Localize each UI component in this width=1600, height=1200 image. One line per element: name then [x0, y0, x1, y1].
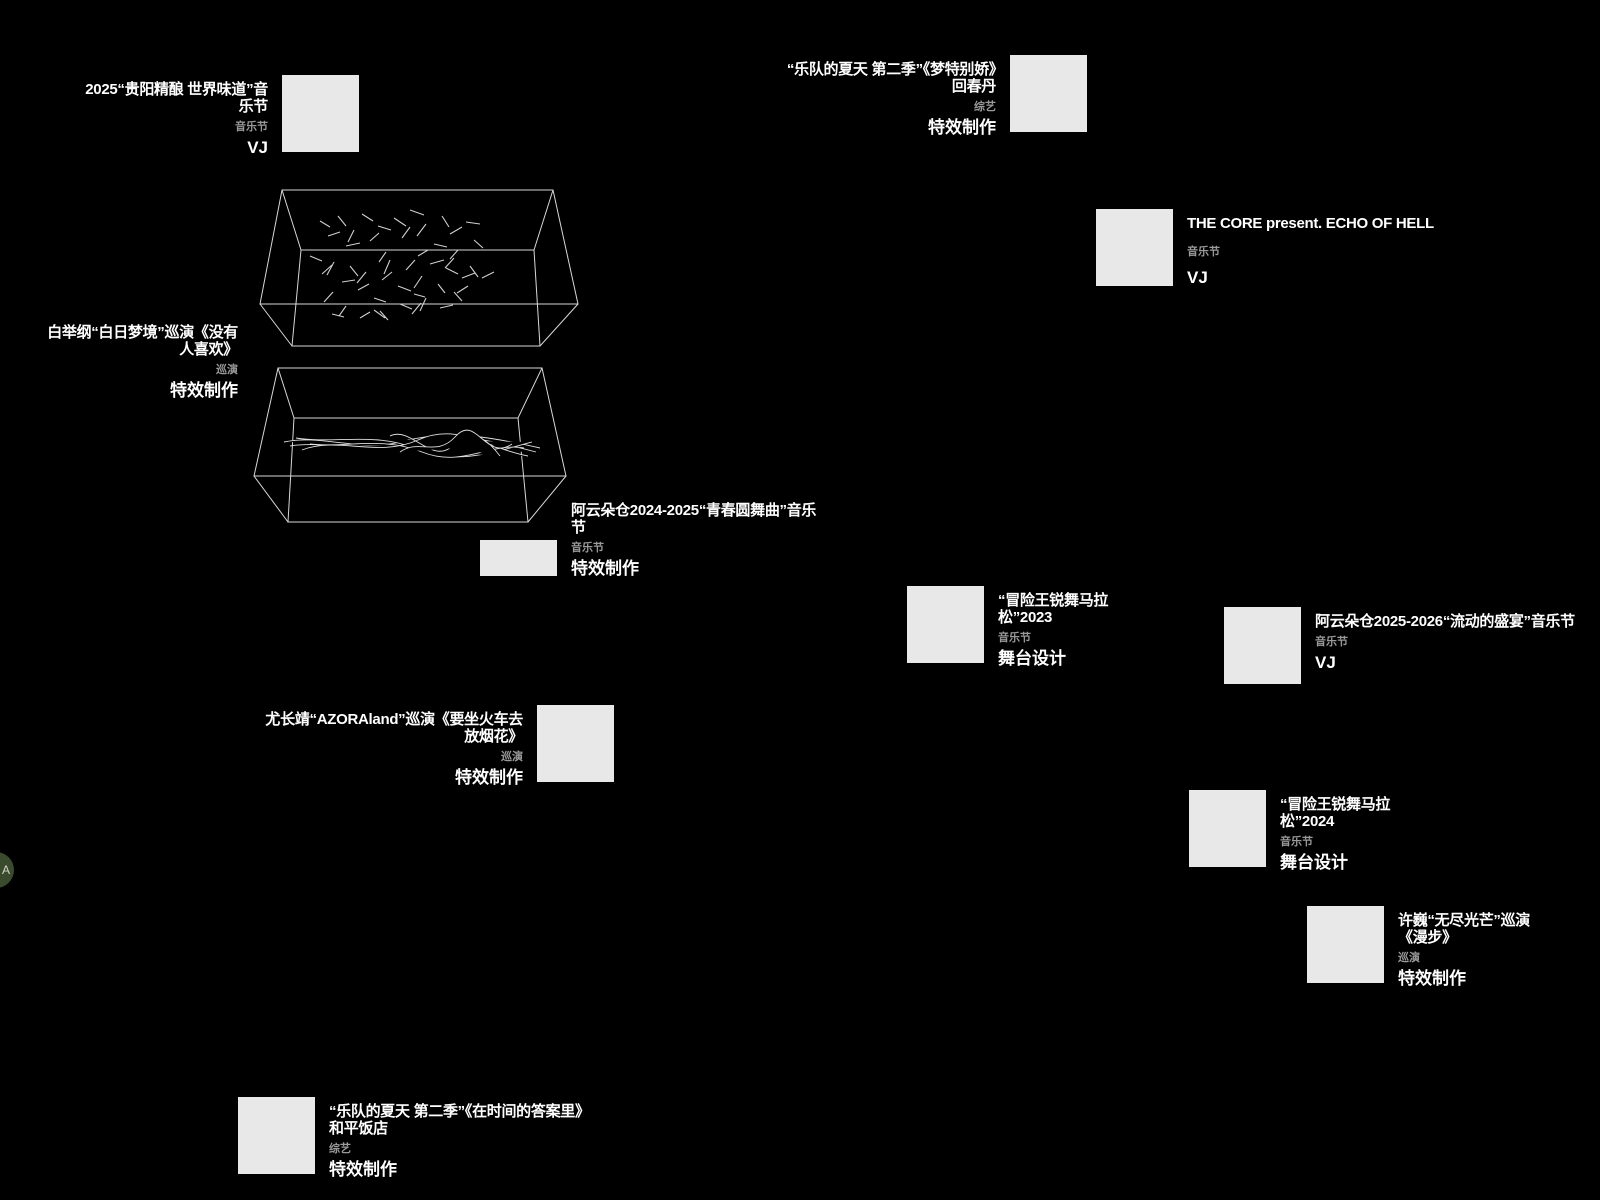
project-role: 特效制作	[329, 1160, 397, 1179]
project-meta: THE CORE present. ECHO OF HELL 音乐节 VJ	[1187, 209, 1447, 288]
project-meta: 许巍“无尽光芒”巡演《漫步》 巡演 特效制作	[1398, 906, 1548, 989]
project-title: “乐队的夏天 第二季”《在时间的答案里》和平饭店	[329, 1103, 583, 1137]
project-thumbnail[interactable]	[1307, 906, 1384, 983]
upper-box-wireframe	[259, 189, 579, 347]
project-title: “冒险王锐舞马拉松”2023	[998, 592, 1109, 626]
project-thumbnail[interactable]	[1189, 790, 1266, 867]
project-category: 音乐节	[998, 632, 1031, 644]
upper-particle-cloud	[309, 209, 495, 321]
project-role: VJ	[1315, 653, 1336, 672]
project-category: 音乐节	[1187, 246, 1220, 258]
project-meta: 尤长靖“AZORAland”巡演《要坐火车去放烟花》 巡演 特效制作	[265, 705, 523, 788]
project-meta: “冒险王锐舞马拉松”2023 音乐节 舞台设计	[998, 586, 1158, 669]
project-category: 音乐节	[235, 121, 268, 133]
project-card[interactable]: 2025“贵阳精酿 世界味道”音乐节 音乐节 VJ	[80, 75, 359, 158]
project-thumbnail[interactable]	[282, 75, 359, 152]
project-meta: 阿云朵仓2024-2025“青春圆舞曲”音乐节 音乐节 特效制作	[571, 496, 819, 579]
project-title: THE CORE present. ECHO OF HELL	[1187, 215, 1434, 232]
side-floating-button[interactable]: A	[0, 852, 14, 888]
project-category: 巡演	[501, 751, 523, 763]
project-meta: 阿云朵仓2025-2026“流动的盛宴”音乐节 音乐节 VJ	[1315, 607, 1575, 673]
lower-box-wireframe	[253, 367, 567, 523]
project-title: “冒险王锐舞马拉松”2024	[1280, 796, 1391, 830]
project-card[interactable]: THE CORE present. ECHO OF HELL 音乐节 VJ	[1096, 209, 1447, 288]
project-role: 舞台设计	[1280, 853, 1348, 872]
project-title: 白举纲“白日梦境”巡演《没有人喜欢》	[47, 324, 238, 358]
project-role: 特效制作	[455, 768, 523, 787]
project-category: 巡演	[216, 364, 238, 376]
project-thumbnail[interactable]	[1224, 607, 1301, 684]
project-role: VJ	[1187, 268, 1208, 287]
project-card[interactable]: “乐队的夏天 第二季”《梦特别娇》回春丹 综艺 特效制作	[780, 55, 1087, 138]
project-title: 阿云朵仓2025-2026“流动的盛宴”音乐节	[1315, 613, 1575, 630]
side-floating-button-label: A	[1, 863, 10, 877]
project-meta: “乐队的夏天 第二季”《在时间的答案里》和平饭店 综艺 特效制作	[329, 1097, 589, 1180]
project-role: 特效制作	[170, 381, 238, 400]
project-category: 巡演	[1398, 952, 1420, 964]
project-card[interactable]: “冒险王锐舞马拉松”2023 音乐节 舞台设计	[907, 586, 1158, 669]
project-card[interactable]: 尤长靖“AZORAland”巡演《要坐火车去放烟花》 巡演 特效制作	[265, 705, 614, 788]
project-role: VJ	[247, 138, 268, 157]
project-role: 舞台设计	[998, 649, 1066, 668]
project-meta: “乐队的夏天 第二季”《梦特别娇》回春丹 综艺 特效制作	[780, 55, 996, 138]
project-thumbnail[interactable]	[1010, 55, 1087, 132]
project-thumbnail[interactable]	[480, 540, 557, 576]
project-category: 综艺	[974, 101, 996, 113]
project-thumbnail[interactable]	[907, 586, 984, 663]
project-role: 特效制作	[1398, 969, 1466, 988]
project-card[interactable]: “冒险王锐舞马拉松”2024 音乐节 舞台设计	[1189, 790, 1440, 873]
project-thumbnail[interactable]	[537, 705, 614, 782]
project-card[interactable]: 阿云朵仓2024-2025“青春圆舞曲”音乐节 音乐节 特效制作	[480, 496, 819, 579]
project-card[interactable]: 许巍“无尽光芒”巡演《漫步》 巡演 特效制作	[1307, 906, 1548, 989]
project-card[interactable]: 阿云朵仓2025-2026“流动的盛宴”音乐节 音乐节 VJ	[1224, 607, 1575, 684]
project-category: 音乐节	[571, 542, 604, 554]
particle-visualization[interactable]	[250, 186, 590, 536]
project-title: 尤长靖“AZORAland”巡演《要坐火车去放烟花》	[265, 711, 523, 745]
project-role: 特效制作	[928, 118, 996, 137]
project-meta: 2025“贵阳精酿 世界味道”音乐节 音乐节 VJ	[80, 75, 268, 158]
project-title: 2025“贵阳精酿 世界味道”音乐节	[85, 81, 268, 115]
project-thumbnail[interactable]	[1096, 209, 1173, 286]
project-thumbnail[interactable]	[238, 1097, 315, 1174]
project-title: 许巍“无尽光芒”巡演《漫步》	[1398, 912, 1531, 946]
lower-particle-wave	[283, 429, 541, 458]
project-title: 阿云朵仓2024-2025“青春圆舞曲”音乐节	[571, 502, 817, 536]
project-meta: 白举纲“白日梦境”巡演《没有人喜欢》 巡演 特效制作	[40, 318, 238, 401]
project-category: 音乐节	[1315, 636, 1348, 648]
project-card[interactable]: “乐队的夏天 第二季”《在时间的答案里》和平饭店 综艺 特效制作	[238, 1097, 589, 1180]
project-role: 特效制作	[571, 559, 639, 578]
project-card[interactable]: 白举纲“白日梦境”巡演《没有人喜欢》 巡演 特效制作	[40, 318, 252, 401]
project-category: 综艺	[329, 1143, 351, 1155]
project-category: 音乐节	[1280, 836, 1313, 848]
project-title: “乐队的夏天 第二季”《梦特别娇》回春丹	[786, 61, 996, 95]
project-meta: “冒险王锐舞马拉松”2024 音乐节 舞台设计	[1280, 790, 1440, 873]
